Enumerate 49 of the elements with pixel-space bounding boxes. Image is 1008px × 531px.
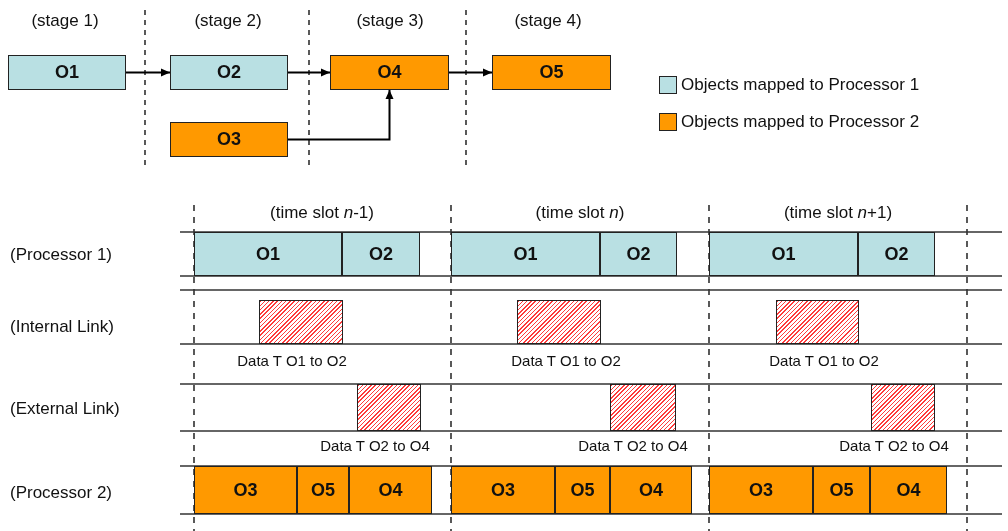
row-label: (Internal Link) [10, 317, 114, 335]
process-box: O2 [170, 55, 288, 90]
time-slot-label: (time slot n) [535, 203, 625, 221]
row-label: (Processor 1) [10, 245, 113, 263]
transfer-label: Data T O2 to O4 [839, 437, 949, 453]
process-box: O4 [330, 55, 449, 90]
process-box: O3 [451, 466, 555, 514]
process-box: O1 [451, 232, 600, 276]
transfer-bar [871, 384, 935, 431]
transfer-label: Data T O2 to O4 [320, 437, 430, 453]
arrow [125, 68, 171, 77]
arrow [287, 68, 331, 77]
stage-label: (stage 2) [194, 11, 262, 29]
transfer-bar [259, 300, 343, 344]
process-box: O2 [858, 232, 935, 276]
process-box: O1 [194, 232, 342, 276]
process-box: O5 [492, 55, 611, 90]
process-box: O1 [8, 55, 126, 90]
stage-label: (stage 4) [514, 11, 582, 29]
process-box: O3 [194, 466, 297, 514]
transfer-label: Data T O1 to O2 [237, 352, 347, 368]
process-box: O4 [870, 466, 947, 514]
process-box: O5 [297, 466, 349, 514]
transfer-bar [357, 384, 421, 431]
process-box: O2 [600, 232, 677, 276]
stage-label: (stage 1) [31, 11, 99, 29]
legend-label: Objects mapped to Processor 1 [681, 74, 920, 96]
transfer-label: Data T O1 to O2 [511, 352, 621, 368]
transfer-bar [517, 300, 601, 344]
process-box: O2 [342, 232, 420, 276]
row-label: (Processor 2) [10, 483, 113, 501]
stage-label: (stage 3) [356, 11, 424, 29]
transfer-label: Data T O1 to O2 [769, 352, 879, 368]
row-label: (External Link) [10, 399, 120, 417]
transfer-bar [610, 384, 676, 431]
process-box: O3 [170, 122, 288, 157]
transfer-bar [776, 300, 859, 344]
process-box: O5 [555, 466, 610, 514]
process-box: O1 [709, 232, 858, 276]
arrow [287, 89, 394, 141]
time-slot-label: (time slot n+1) [783, 203, 893, 221]
process-box: O5 [813, 466, 870, 514]
process-box: O4 [610, 466, 692, 514]
transfer-label: Data T O2 to O4 [578, 437, 688, 453]
process-box: O4 [349, 466, 432, 514]
time-slot-label: (time slot n-1) [270, 203, 374, 221]
legend-label: Objects mapped to Processor 2 [681, 111, 920, 133]
process-box: O3 [709, 466, 813, 514]
arrow [448, 68, 493, 77]
